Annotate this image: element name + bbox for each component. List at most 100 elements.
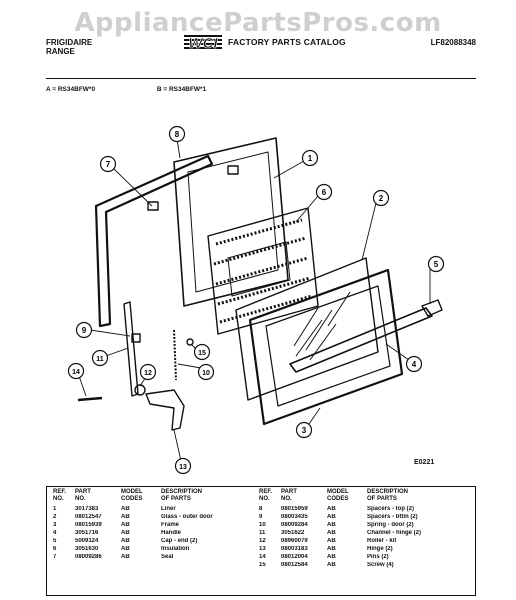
table-row: 9 08003435 AB Spacers - bttm (2) (259, 513, 469, 521)
callout-9: 9 (75, 321, 93, 339)
cell-desc: Spring - door (2) (367, 521, 414, 528)
cell-desc: Frame (161, 521, 180, 528)
model-b: B = RS34BFW*1 (156, 86, 207, 93)
callout-15: 15 (193, 343, 211, 361)
callout-13: 13 (174, 457, 192, 475)
cell-ref: 8 (259, 505, 263, 512)
watermark: AppliancePartsPros.com (74, 8, 442, 38)
cell-part: 08012584 (281, 561, 308, 568)
part-spacer-bottom (131, 333, 141, 343)
header-part: PART NO. (75, 489, 91, 502)
cell-ref: 1 (53, 505, 57, 512)
svg-text:7: 7 (106, 160, 111, 169)
exploded-door-diagram: 1 2 3 4 5 6 7 8 9 10 11 12 13 14 15 (67, 125, 445, 475)
cell-code: AB (327, 521, 336, 528)
parts-table-right: REF. NO. PART NO. MODEL CODES DESCRIPTIO… (259, 489, 469, 569)
cell-desc: Hinge (2) (367, 545, 393, 552)
part-liner (173, 137, 289, 307)
cell-code: AB (121, 505, 130, 512)
table-row: 2 08012547 AB Glass - outer door (53, 513, 263, 521)
part-frame-inner (265, 285, 391, 407)
product-type: RANGE (46, 47, 75, 56)
catalog-header: WCI FACTORY PARTS CATALOG (184, 32, 346, 52)
cell-desc: Liner (161, 505, 176, 512)
part-insulation-window (227, 241, 291, 297)
part-pin (77, 396, 103, 402)
table-header: REF. NO. PART NO. MODEL CODES DESCRIPTIO… (53, 489, 263, 505)
cell-part: 08003435 (281, 513, 308, 520)
header-codes: MODEL CODES (121, 489, 143, 502)
cell-part: 3051622 (281, 529, 305, 536)
catalog-title: FACTORY PARTS CATALOG (228, 37, 346, 47)
part-handle (289, 307, 433, 373)
part-hinge (145, 389, 185, 431)
svg-text:13: 13 (179, 464, 187, 471)
svg-text:3: 3 (302, 426, 307, 435)
cell-code: AB (327, 561, 336, 568)
part-roller (134, 384, 146, 396)
cell-part: 08009286 (75, 553, 102, 560)
cell-ref: 13 (259, 545, 266, 552)
part-liner-inner (187, 151, 279, 293)
callout-1: 1 (301, 149, 319, 167)
svg-text:6: 6 (322, 188, 327, 197)
cell-ref: 10 (259, 521, 266, 528)
cell-ref: 14 (259, 553, 266, 560)
header-part: PART NO. (281, 489, 297, 502)
cell-code: AB (327, 505, 336, 512)
header-desc: DESCRIPTION OF PARTS (367, 489, 409, 502)
cell-desc: Spacers - bttm (2) (367, 513, 418, 520)
cell-part: 08012547 (75, 513, 102, 520)
cell-code: AB (121, 513, 130, 520)
part-seal (94, 154, 214, 328)
cell-ref: 3 (53, 521, 57, 528)
parts-table: REF. NO. PART NO. MODEL CODES DESCRIPTIO… (46, 486, 476, 596)
cell-desc: Pins (2) (367, 553, 389, 560)
svg-text:12: 12 (144, 370, 152, 377)
cell-ref: 6 (53, 545, 57, 552)
cell-code: AB (327, 553, 336, 560)
cell-ref: 4 (53, 529, 57, 536)
cell-desc: Glass - outer door (161, 513, 213, 520)
svg-text:11: 11 (96, 356, 104, 363)
svg-text:8: 8 (175, 130, 180, 139)
brand-block: FRIGIDAIRE RANGE (46, 38, 92, 56)
cell-part: 08012004 (281, 553, 308, 560)
cell-part: 5009124 (75, 537, 99, 544)
table-row: 6 3051630 AB Insulation (53, 545, 263, 553)
cell-code: AB (327, 513, 336, 520)
cell-desc: Insulation (161, 545, 190, 552)
cell-part: 3051716 (75, 529, 99, 536)
callout-5: 5 (427, 255, 445, 273)
table-row: 3 08015939 AB Frame (53, 521, 263, 529)
cell-part: 08960079 (281, 537, 308, 544)
cell-ref: 7 (53, 553, 57, 560)
header-ref: REF. NO. (259, 489, 273, 502)
cell-ref: 9 (259, 513, 263, 520)
part-insulation-texture (213, 218, 313, 324)
part-spacer-top-b (227, 165, 239, 175)
cell-ref: 2 (53, 513, 57, 520)
cell-desc: Cap - end (2) (161, 537, 198, 544)
callout-10: 10 (197, 363, 215, 381)
cell-ref: 15 (259, 561, 266, 568)
cell-code: AB (121, 545, 130, 552)
svg-text:1: 1 (308, 154, 313, 163)
cell-code: AB (121, 521, 130, 528)
cell-part: 3051630 (75, 545, 99, 552)
callout-4: 4 (405, 355, 423, 373)
cell-desc: Screw (4) (367, 561, 394, 568)
svg-text:5: 5 (434, 260, 439, 269)
cell-code: AB (327, 537, 336, 544)
model-list: A = RS34BFW*0 B = RS34BFW*1 (46, 86, 266, 93)
cell-desc: Spacers - top (2) (367, 505, 415, 512)
wci-logo-icon: WCI (184, 35, 222, 52)
cell-part: 08015939 (75, 521, 102, 528)
cell-code: AB (121, 553, 130, 560)
part-insulation (207, 207, 319, 335)
